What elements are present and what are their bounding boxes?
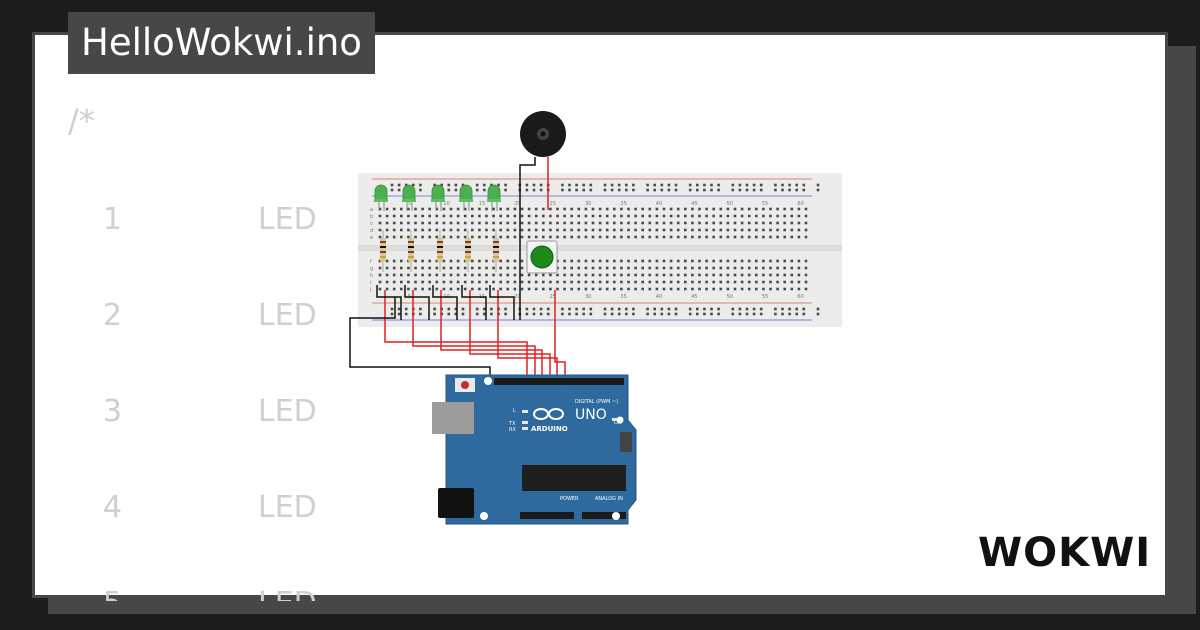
line-number: 3 — [102, 394, 122, 429]
project-filename: HelloWokwi.ino — [68, 12, 375, 74]
code-comment-open: /* — [68, 102, 95, 140]
line-number: 2 — [102, 298, 122, 333]
code-line-text: LED — [258, 298, 317, 333]
line-number: 5 — [62, 586, 122, 601]
wokwi-logo-text: WOKWI — [978, 530, 1151, 576]
code-line-text: LED — [258, 586, 317, 601]
code-line-text: LED — [258, 490, 317, 525]
code-line-text: LED — [258, 394, 317, 429]
code-line-text: LED — [258, 202, 317, 237]
wokwi-logo: WOKWI — [978, 530, 1151, 576]
line-number: 1 — [102, 202, 122, 237]
preview-card — [32, 32, 1168, 598]
line-number: 4 — [102, 490, 122, 525]
